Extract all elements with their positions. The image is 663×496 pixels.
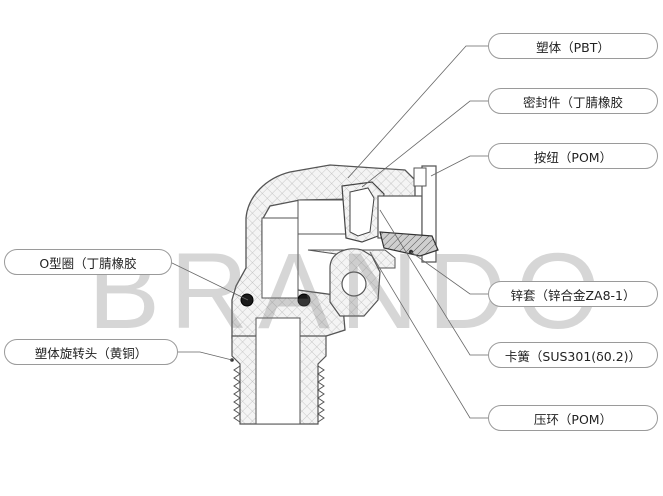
leader-button — [430, 155, 488, 177]
leader-zinc-sleeve — [410, 251, 488, 295]
label-swivel-head: 塑体旋转头（黄铜） — [4, 339, 178, 365]
leader-swivel — [178, 351, 233, 361]
label-zinc-sleeve: 锌套（锌合金ZA8-1） — [488, 281, 658, 307]
leader-seal — [361, 100, 488, 188]
swivel-head-part — [230, 317, 327, 425]
vertical-channel — [261, 217, 299, 299]
label-press-ring: 压环（POM） — [488, 405, 658, 431]
label-spring: 卡簧（SUS301(δ0.2)） — [488, 342, 658, 368]
leader-body-pbt — [347, 45, 488, 179]
label-o-ring: O型圈（丁腈橡胶 — [4, 249, 172, 275]
leader-spring — [379, 209, 488, 356]
o-ring-part — [240, 293, 311, 307]
leader-press-ring — [369, 251, 488, 419]
label-body-pbt: 塑体（PBT） — [488, 33, 658, 59]
label-seal: 密封件（丁腈橡胶 — [488, 88, 658, 114]
label-button: 按纽（POM） — [488, 143, 658, 169]
elbow-body — [231, 164, 416, 339]
mounting-ring — [329, 248, 381, 317]
seal-part — [341, 181, 385, 243]
